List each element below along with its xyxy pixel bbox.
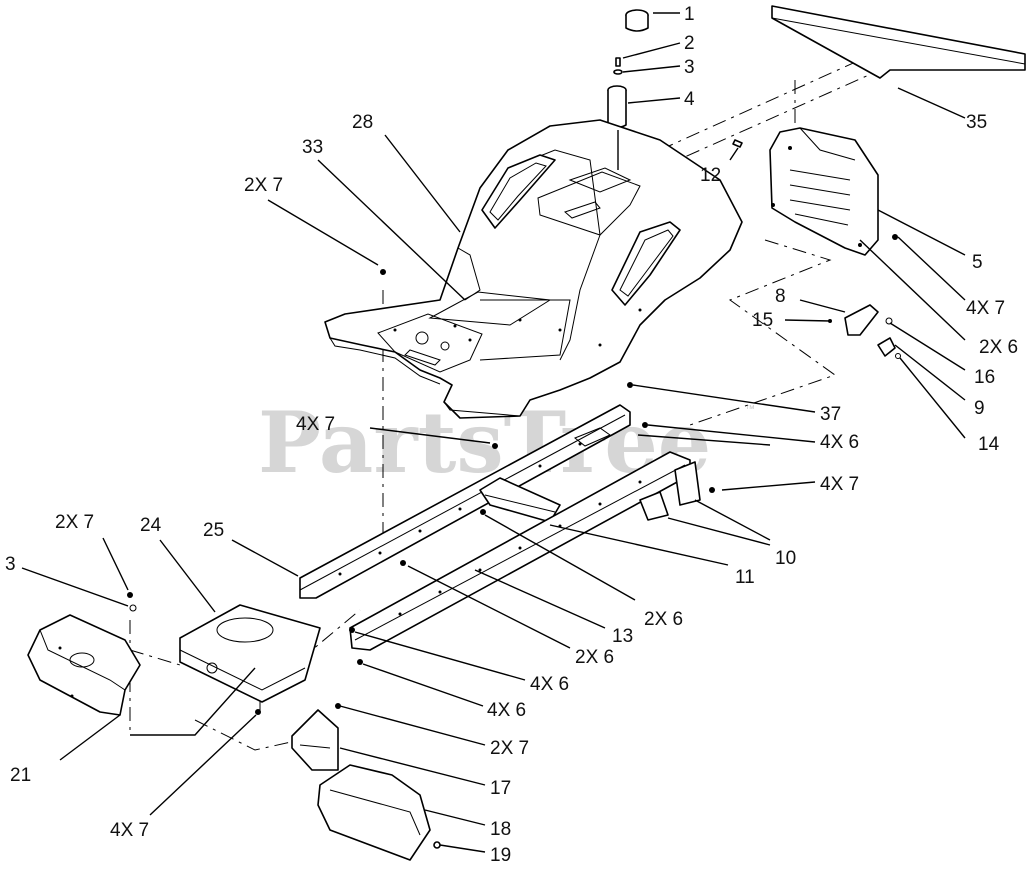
- callout-33: 33: [302, 137, 323, 158]
- part-4-sleeve: [607, 85, 627, 129]
- callout-35: 35: [966, 112, 987, 133]
- part-14-nut: [895, 353, 901, 359]
- watermark-trademark: ™: [745, 404, 755, 415]
- part-25-frame-rail-left: [299, 404, 631, 599]
- callout-3-left: 3: [5, 554, 16, 575]
- callout-1: 1: [684, 4, 695, 25]
- callout-28: 28: [352, 112, 373, 133]
- callout-11: 11: [735, 567, 755, 588]
- callout-2x6-low: 2X 6: [575, 647, 614, 668]
- callout-labels: 1 2 3 4 35 28 33 2X 7 12 5 4X 7 8 15 2X …: [5, 4, 1018, 866]
- callout-2x7-left: 2X 7: [55, 512, 94, 533]
- part-10-brackets: [639, 461, 701, 521]
- callout-5: 5: [972, 252, 983, 273]
- callout-12: 12: [700, 165, 721, 186]
- callout-4x7-bracket: 4X 7: [820, 474, 859, 495]
- callout-13: 13: [612, 626, 633, 647]
- callout-25: 25: [203, 520, 224, 541]
- callout-18: 18: [490, 819, 511, 840]
- callout-3: 3: [684, 57, 695, 78]
- part-3-washer: [613, 69, 623, 75]
- part-19-screw: [433, 841, 441, 849]
- part-35-angle-bracket: [771, 5, 1026, 79]
- part-21-cover: [27, 614, 141, 716]
- callout-2: 2: [684, 33, 695, 54]
- part-1-knob: [625, 9, 649, 32]
- callout-4x7-right: 4X 7: [966, 298, 1005, 319]
- callout-19: 19: [490, 845, 511, 866]
- callout-9: 9: [974, 398, 985, 419]
- part-8-bracket: [844, 304, 879, 336]
- callout-2x6-right: 2X 6: [979, 337, 1018, 358]
- callout-8: 8: [775, 286, 786, 307]
- part-16-nut: [885, 317, 893, 325]
- callout-10: 10: [775, 548, 796, 569]
- callout-4x7-bottom: 4X 7: [110, 820, 149, 841]
- callout-24: 24: [140, 515, 162, 536]
- callout-21: 21: [10, 765, 31, 786]
- callout-2x6-mid: 2X 6: [644, 609, 683, 630]
- part-2-screw: [615, 57, 621, 67]
- part-5-shroud: [769, 127, 879, 256]
- part-9-bumper: [877, 337, 896, 357]
- callout-2x7-top: 2X 7: [244, 175, 283, 196]
- callout-14: 14: [978, 434, 1000, 455]
- callout-2x7-bottom: 2X 7: [490, 738, 529, 759]
- alignment-lines: [129, 59, 881, 751]
- fastener-dots: [127, 234, 898, 715]
- callout-37: 37: [820, 404, 841, 425]
- part-18-cover: [317, 764, 431, 861]
- callout-4: 4: [684, 89, 695, 110]
- callout-16: 16: [974, 367, 995, 388]
- callout-17: 17: [490, 778, 511, 799]
- part-11-crossmember: [479, 427, 612, 523]
- leader-lines: [21, 12, 966, 853]
- part-28-fender-pan: [324, 119, 743, 419]
- part-17-cover: [291, 709, 339, 771]
- callout-4x6-low: 4X 6: [487, 700, 526, 721]
- callout-4x7-mid: 4X 7: [296, 414, 335, 435]
- callout-4x6-mid: 4X 6: [530, 674, 569, 695]
- part-12-bolt: [732, 139, 743, 148]
- callout-15: 15: [752, 310, 773, 331]
- callout-4x6-right: 4X 6: [820, 432, 859, 453]
- part-24-plate: [179, 604, 321, 703]
